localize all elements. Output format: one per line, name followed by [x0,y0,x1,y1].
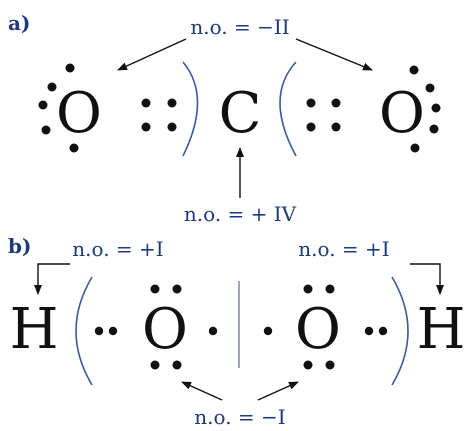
hydrogen-atom-left: H [10,297,59,362]
hydrogen-atom-right: H [417,297,465,362]
oxygen-oxidation-number-b: n.o. = −I [194,405,285,429]
bracket-right-b [391,276,409,386]
part-b-h2o2: b) n.o. = +I n.o. = +I H O O H [8,234,465,429]
hydrogen-oxidation-number-left: n.o. = +I [72,237,163,261]
oxygen-atom-right-a: O [379,81,425,146]
oxygen-atom-left-a: O [56,81,102,146]
arrow-to-right-oxygen [295,38,373,71]
arrow-to-right-hydrogen [410,263,444,295]
arrow-to-left-oxygen [117,38,187,71]
carbon-atom: C [219,81,262,146]
hydrogen-oxidation-number-right: n.o. = +I [298,237,389,261]
part-b-label: b) [8,234,31,258]
part-a-co2: a) n.o. = −II O C O [8,11,441,226]
arrow-to-left-hydrogen [34,263,70,295]
arrow-to-right-oxygen-b [257,381,299,401]
electron-dots-a [38,63,441,153]
oxygen-atom-left-b: O [142,297,188,362]
part-a-label: a) [8,11,30,35]
bracket-right-oxygen-a [279,61,297,157]
oxygen-oxidation-number-a: n.o. = −II [190,15,289,39]
carbon-oxidation-number: n.o. = + IV [184,202,297,226]
bracket-left-oxygen-a [182,61,199,157]
bracket-left-b [75,276,93,386]
electron-dots-b [94,284,388,370]
oxygen-atom-right-b: O [295,297,341,362]
arrow-to-left-oxygen-b [181,381,223,401]
